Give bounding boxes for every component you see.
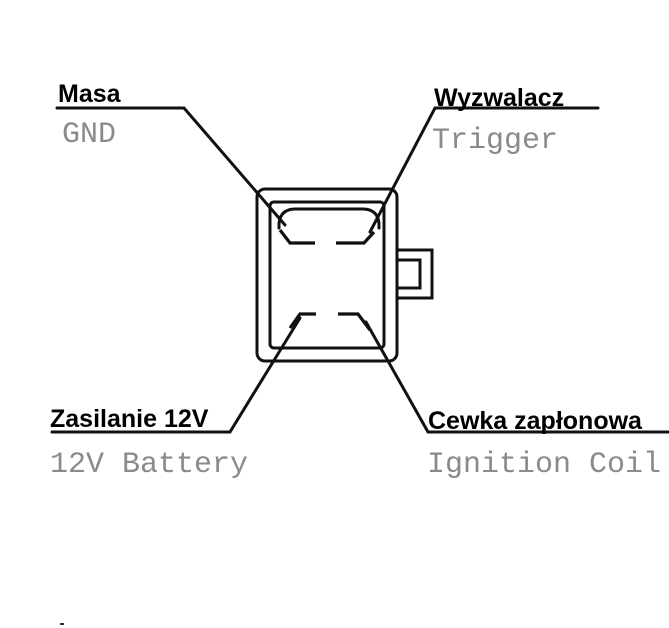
trigger-label-polish: Wyzwalacz <box>434 84 564 112</box>
connector <box>255 187 434 363</box>
pin-battery-slot <box>288 312 316 329</box>
battery-leader-line <box>50 316 302 434</box>
connector-latch-tab <box>395 248 434 300</box>
trigger-label-english: Trigger <box>432 124 558 158</box>
pin-trigger-slot <box>336 230 376 245</box>
ignition-label-english: Ignition Coil <box>427 448 661 482</box>
pin-gnd-slot <box>278 229 315 245</box>
trigger-leader-line <box>368 106 600 234</box>
leader-lines <box>50 106 669 434</box>
ignition-leader-line <box>364 320 669 434</box>
battery-label-polish: Zasilanie 12V <box>50 405 209 433</box>
gnd-label-polish: Masa <box>58 80 122 108</box>
gnd-label-english: GND <box>62 118 116 152</box>
battery-label-english: 12V Battery <box>50 448 248 482</box>
gnd-leader-line <box>55 106 287 227</box>
ignition-label-polish: Cewka zapłonowa <box>428 407 643 435</box>
connector-inner-face <box>268 200 386 350</box>
scan-speck <box>60 623 64 625</box>
connector-latch-notch <box>395 258 422 290</box>
